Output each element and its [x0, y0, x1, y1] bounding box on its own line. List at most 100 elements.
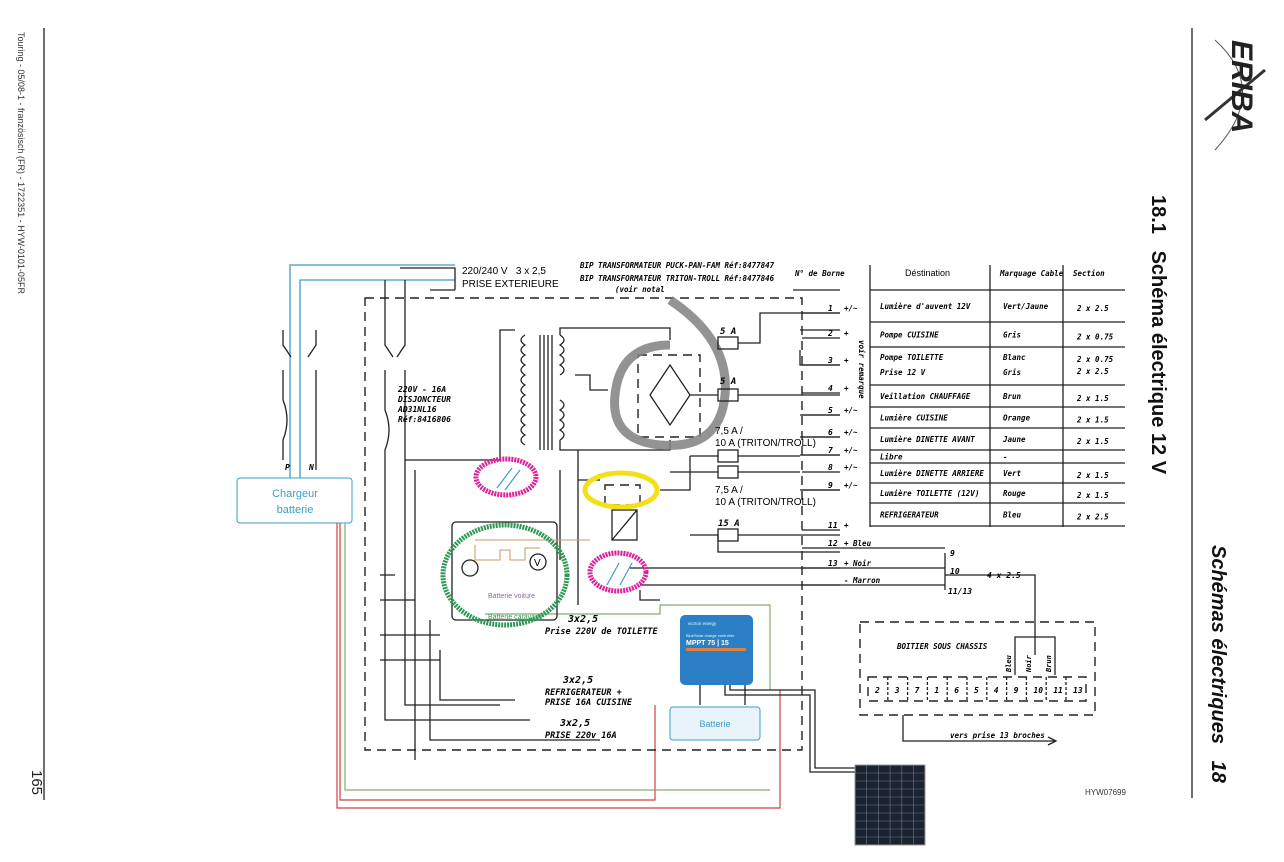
figure-ref: HYW07699 [1085, 788, 1126, 797]
section-cell: 2 x 0.75 [1076, 355, 1114, 364]
bridge-rectifier [610, 296, 730, 450]
electrical-unit-boundary [364, 297, 803, 751]
chassis-pin: 3 [894, 686, 900, 695]
chassis-pin: 4 [994, 686, 999, 695]
chassis-box-title: BOITIER SOUS CHASSIS [896, 642, 988, 651]
section-title: 18.1 Schéma électrique 12 V [1147, 195, 1169, 475]
terminal-number: 2 [827, 329, 833, 338]
outlet-label: PRISE 220v 16A [545, 731, 617, 741]
transformer-note: (voir notal [615, 285, 665, 294]
cable-mark-cell: Bleu [1002, 511, 1022, 520]
chassis-pin: 7 [915, 686, 920, 695]
outlet-section: 3x2,5 [559, 718, 590, 729]
section-cell: 2 x 2.5 [1076, 367, 1109, 376]
table-row: Libre- [880, 453, 1008, 462]
cable-mark-cell: Rouge [1003, 489, 1026, 498]
exit-label: vers prise 13 broches [950, 731, 1045, 740]
car-battery-label: Batterie voiture [488, 593, 535, 600]
terminal-symbol: +/~ [844, 481, 858, 490]
section-cell: 2 x 1.5 [1076, 471, 1109, 480]
destination-cell: Pompe CUISINE [880, 331, 939, 340]
charger-label: Chargeur [272, 488, 318, 500]
supply-voltage: 220/240 V 3 x 2,5 [462, 266, 546, 277]
fuse-block [630, 312, 840, 601]
charger-label: batterie [277, 504, 314, 516]
charger-switches [282, 330, 317, 470]
solar-panel [854, 764, 926, 846]
terminal-number: 13 [828, 559, 838, 568]
chapter-title: Schémas électriques 18 [1207, 545, 1229, 784]
outlet-section: 3x2,5 [567, 614, 598, 625]
terminal-number: 3 [827, 356, 833, 365]
gray-highlight-mark [610, 296, 730, 450]
charger-wiring [289, 264, 455, 478]
caravan-battery-label: Batterie caravane [488, 614, 543, 621]
terminal-number: 1 [828, 304, 833, 313]
terminal: 2+ [802, 329, 849, 339]
battery-wiring [336, 523, 781, 809]
cable-mark-cell: Gris [1003, 368, 1021, 377]
destination-cell: Lumière d'auvent 12V [880, 302, 971, 311]
destination-cell: Veillation CHAUFFAGE [880, 392, 971, 401]
terminal: 11 + [802, 521, 849, 531]
terminal-numbers: 1+/~2+3+4+5+/~6+/~7+/~8+/~9+/~11+12+ Ble… [802, 304, 945, 586]
terminal-symbol: + Noir [844, 559, 872, 568]
outlet-label: Prise 220V de TOILETTE [545, 626, 658, 637]
destination-cell: Libre [880, 453, 903, 462]
transformer-note: BIP TRANSFORMATEUR TRITON-TROLL Réf:8477… [579, 274, 775, 283]
battery-label: Batterie [699, 719, 730, 729]
terminal-symbol: +/~ [844, 406, 858, 415]
table-row: Lumière DINETTE ARRIERE Vert 2 x 1.5 [880, 469, 1109, 480]
terminal: 5+/~ [802, 406, 858, 416]
svg-text:MPPT 75 | 15: MPPT 75 | 15 [686, 640, 729, 647]
wire-color-label: Bleu [1005, 655, 1013, 673]
section-cell: 2 x 1.5 [1076, 491, 1109, 500]
table-header: N° de Borne [794, 269, 845, 278]
terminal-number: 11 [828, 521, 838, 530]
phase-label: P [285, 463, 290, 472]
breaker-label: DISJONCTEUR [397, 395, 451, 404]
fuse-label: 15 A [718, 519, 740, 529]
terminal: 7+/~ [802, 446, 858, 456]
terminal-number: 12 [828, 539, 838, 548]
chassis-pin: 6 [954, 686, 959, 695]
terminal-number: 4 [828, 384, 833, 393]
destination-cell: Lumière DINETTE AVANT [880, 435, 975, 444]
outlet-label: PRISE 16A CUISINE [545, 698, 633, 708]
terminal-number: 8 [828, 463, 833, 472]
doc-reference: Touring - 05/08-1 - französisch (FR) - 1… [16, 32, 26, 294]
terminal: 9 +/~ [802, 481, 858, 491]
section-cell: 2 x 1.5 [1076, 416, 1109, 425]
eriba-logo: ERIBA [1204, 39, 1266, 151]
chassis-pin: 9 [1014, 686, 1019, 695]
fuse-label: 10 A (TRITON/TROLL) [715, 497, 816, 508]
cable-mark-cell: Brun [1002, 392, 1022, 401]
cable-mark-cell: Orange [1003, 414, 1031, 423]
cable-mark-cell: Vert [1003, 469, 1022, 478]
destination-cell: Prise 12 V [880, 368, 926, 377]
junction-label: 10 [950, 567, 960, 576]
destination-cell: Lumière TOILETTE (12V) [880, 489, 979, 498]
fuse-label: 5 A [720, 377, 736, 387]
destination-cell: Lumière DINETTE ARRIERE [880, 469, 984, 478]
breaker-label: Réf:8416806 [398, 414, 451, 424]
breaker-wiring [380, 280, 600, 760]
terminal-symbol: + [844, 521, 849, 530]
chassis-pin: 11 [1053, 686, 1063, 695]
chassis-pin: 1 [934, 686, 939, 695]
cable-mark-cell: Jaune [1002, 435, 1026, 444]
chassis-pin: 13 [1073, 686, 1083, 695]
terminal-symbol: + [844, 356, 849, 365]
cable-label: 4 x 2.5 [987, 571, 1021, 580]
battery [669, 706, 761, 741]
magenta-highlight-mark [587, 550, 649, 594]
battery-charger [236, 477, 353, 524]
section-cell: 2 x 2.5 [1076, 513, 1109, 522]
terminal-number: 9 [828, 481, 833, 490]
